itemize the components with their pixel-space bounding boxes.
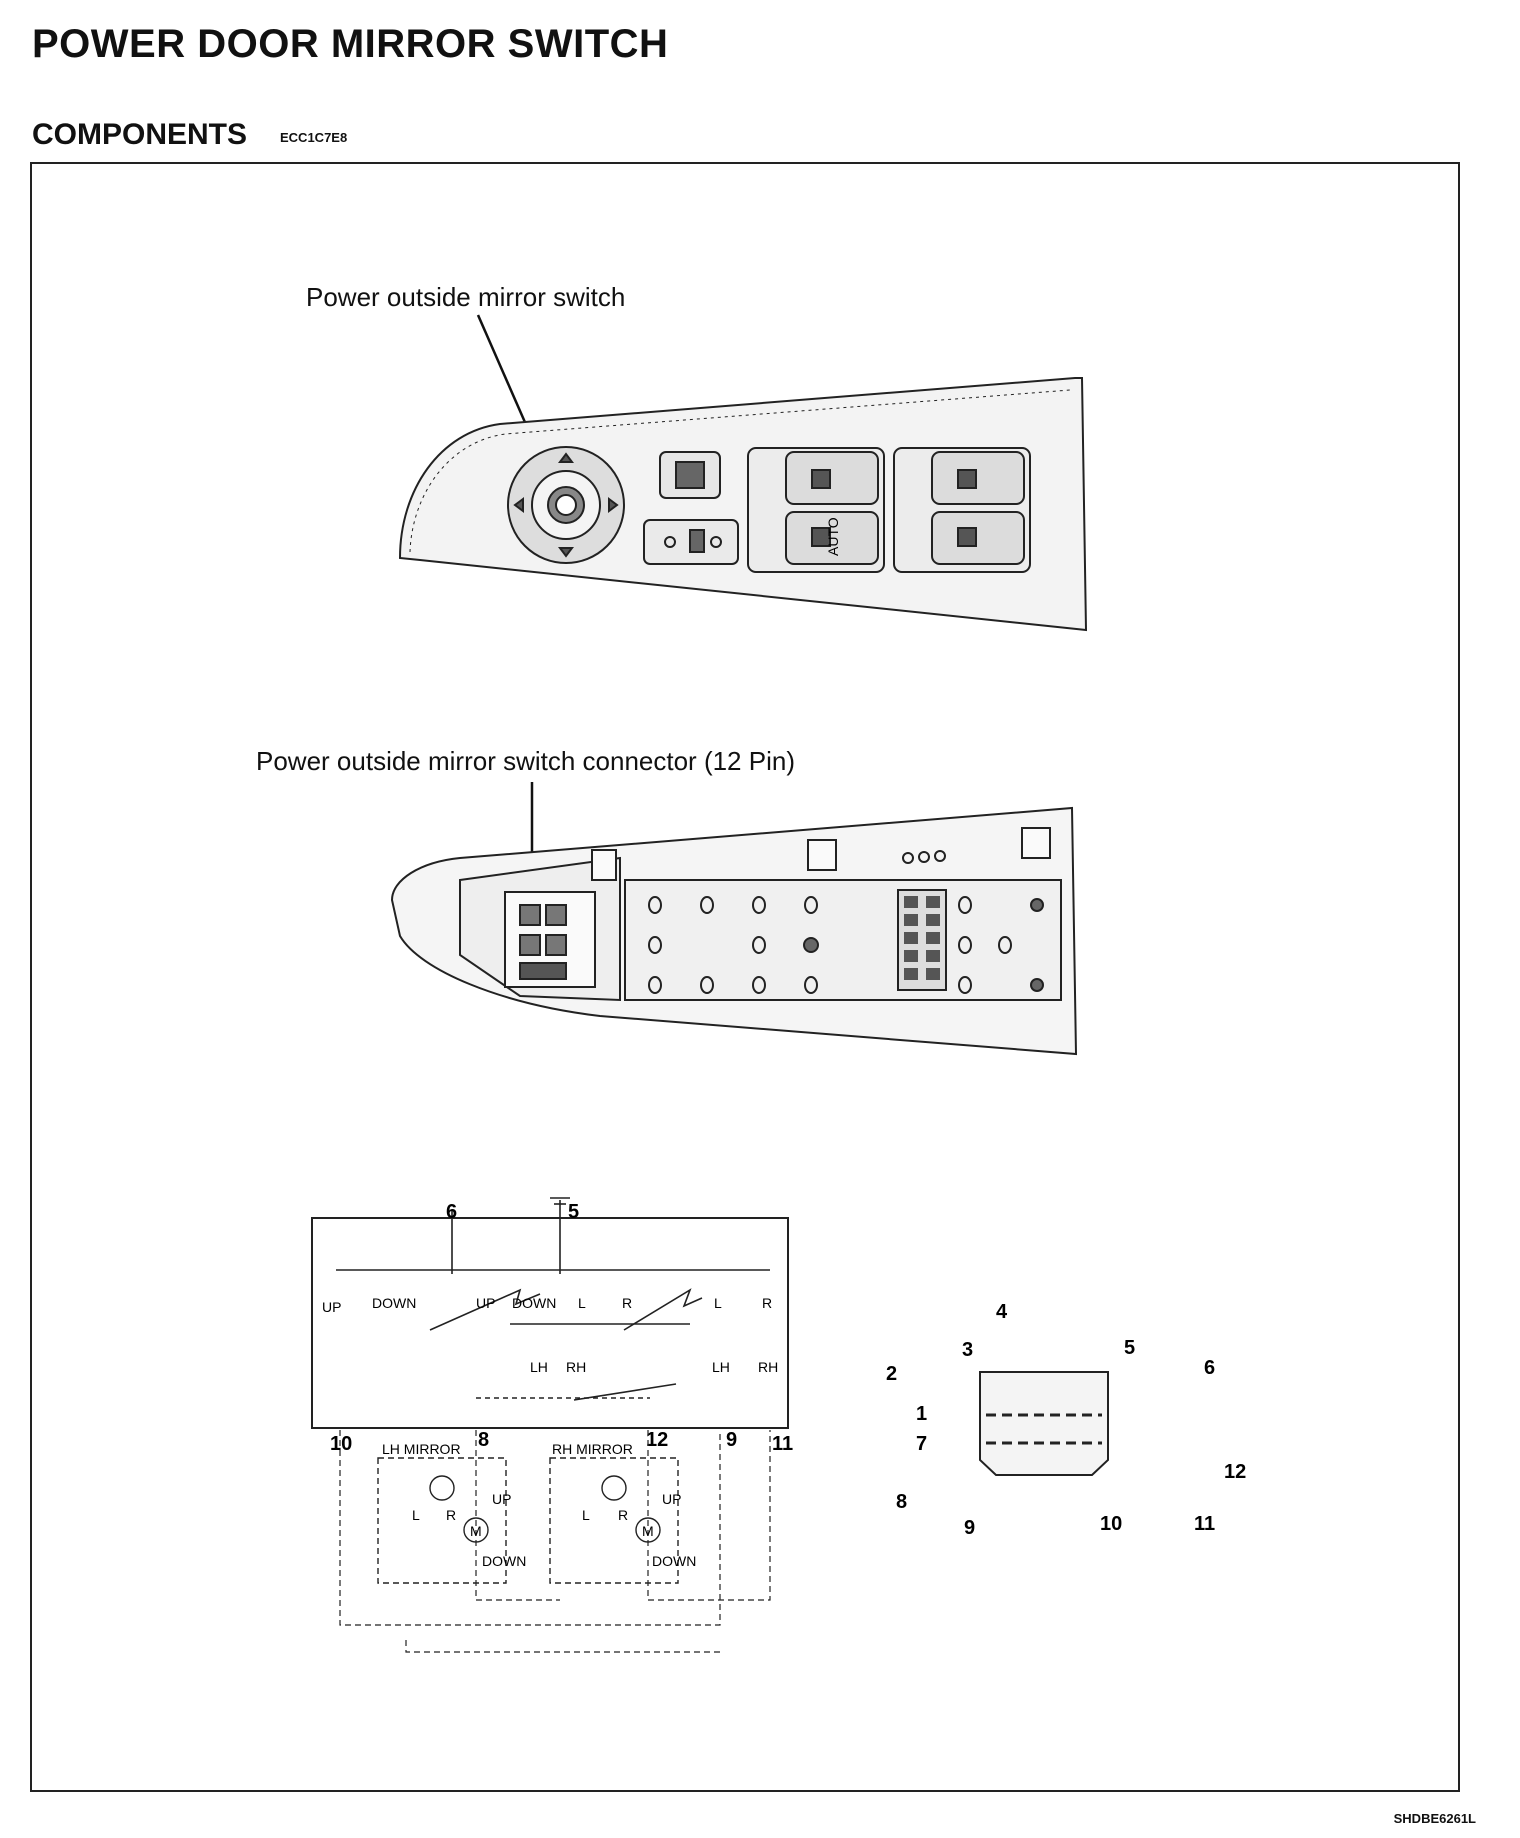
svg-text:RH: RH bbox=[566, 1359, 586, 1375]
connector-pin-labels: 1 2 3 4 5 6 7 8 9 10 11 12 bbox=[886, 1301, 1246, 1539]
mirror-switch-knob bbox=[507, 446, 625, 564]
schematic-bottom-pins: 10 8 12 9 11 bbox=[330, 1429, 793, 1455]
svg-text:R: R bbox=[622, 1295, 632, 1311]
svg-text:LH: LH bbox=[712, 1359, 730, 1375]
svg-text:RH: RH bbox=[758, 1359, 778, 1375]
svg-text:6: 6 bbox=[1204, 1357, 1215, 1379]
section-title: COMPONENTS bbox=[32, 118, 248, 151]
svg-text:10: 10 bbox=[330, 1433, 352, 1455]
svg-text:8: 8 bbox=[896, 1491, 907, 1513]
svg-text:M: M bbox=[642, 1523, 654, 1539]
svg-text:UP: UP bbox=[662, 1491, 681, 1507]
svg-text:9: 9 bbox=[964, 1517, 975, 1539]
svg-text:RH MIRROR: RH MIRROR bbox=[552, 1441, 633, 1457]
svg-text:11: 11 bbox=[772, 1433, 793, 1455]
svg-text:7: 7 bbox=[916, 1433, 927, 1455]
svg-text:L: L bbox=[714, 1295, 722, 1311]
svg-text:DOWN: DOWN bbox=[482, 1553, 526, 1569]
svg-text:8: 8 bbox=[478, 1429, 489, 1451]
svg-text:DOWN: DOWN bbox=[512, 1295, 556, 1311]
svg-text:11: 11 bbox=[1194, 1513, 1215, 1535]
svg-text:5: 5 bbox=[1124, 1337, 1135, 1359]
svg-text:5: 5 bbox=[568, 1201, 579, 1223]
svg-text:DOWN: DOWN bbox=[372, 1295, 416, 1311]
svg-text:L: L bbox=[412, 1507, 420, 1523]
switch-panel-bottom-view bbox=[390, 806, 1078, 1056]
svg-text:LH: LH bbox=[530, 1359, 548, 1375]
svg-text:UP: UP bbox=[322, 1299, 341, 1315]
svg-text:UP: UP bbox=[492, 1491, 511, 1507]
svg-text:DOWN: DOWN bbox=[652, 1553, 696, 1569]
mirror-labels: LH MIRROR RH MIRROR L R L R UP DOWN UP D… bbox=[382, 1441, 696, 1569]
switch-panel-top-view bbox=[398, 377, 1088, 632]
svg-text:1: 1 bbox=[916, 1403, 927, 1425]
svg-text:R: R bbox=[762, 1295, 772, 1311]
connector-face bbox=[979, 1371, 1109, 1476]
mirror-switch-schematic bbox=[311, 1197, 789, 1429]
page-title: POWER DOOR MIRROR SWITCH bbox=[32, 22, 669, 66]
svg-text:M: M bbox=[470, 1523, 482, 1539]
auto-label: AUTO bbox=[825, 517, 841, 556]
callout-mirror-switch-connector: Power outside mirror switch connector (1… bbox=[256, 746, 795, 776]
svg-text:R: R bbox=[618, 1507, 628, 1523]
section-code: ECC1C7E8 bbox=[280, 130, 348, 145]
figure-code: SHDBE6261L bbox=[1393, 1811, 1476, 1826]
figure-frame bbox=[30, 162, 1460, 1792]
svg-text:UP: UP bbox=[476, 1295, 495, 1311]
callout-mirror-switch: Power outside mirror switch bbox=[306, 282, 626, 312]
svg-text:9: 9 bbox=[726, 1429, 737, 1451]
svg-text:LH MIRROR: LH MIRROR bbox=[382, 1441, 461, 1457]
schematic-contact-labels: UP DOWN UP DOWN L R L R LH RH LH RH bbox=[322, 1295, 778, 1375]
svg-text:R: R bbox=[446, 1507, 456, 1523]
svg-text:3: 3 bbox=[962, 1339, 973, 1361]
svg-text:4: 4 bbox=[996, 1301, 1008, 1323]
svg-text:2: 2 bbox=[886, 1363, 897, 1385]
svg-text:6: 6 bbox=[446, 1201, 457, 1223]
svg-text:L: L bbox=[578, 1295, 586, 1311]
schematic-top-pins: 6 5 bbox=[446, 1201, 579, 1223]
mirror-wiring bbox=[339, 1430, 771, 1653]
svg-text:10: 10 bbox=[1100, 1513, 1122, 1535]
svg-text:12: 12 bbox=[646, 1429, 668, 1451]
svg-text:L: L bbox=[582, 1507, 590, 1523]
svg-text:12: 12 bbox=[1224, 1461, 1246, 1483]
